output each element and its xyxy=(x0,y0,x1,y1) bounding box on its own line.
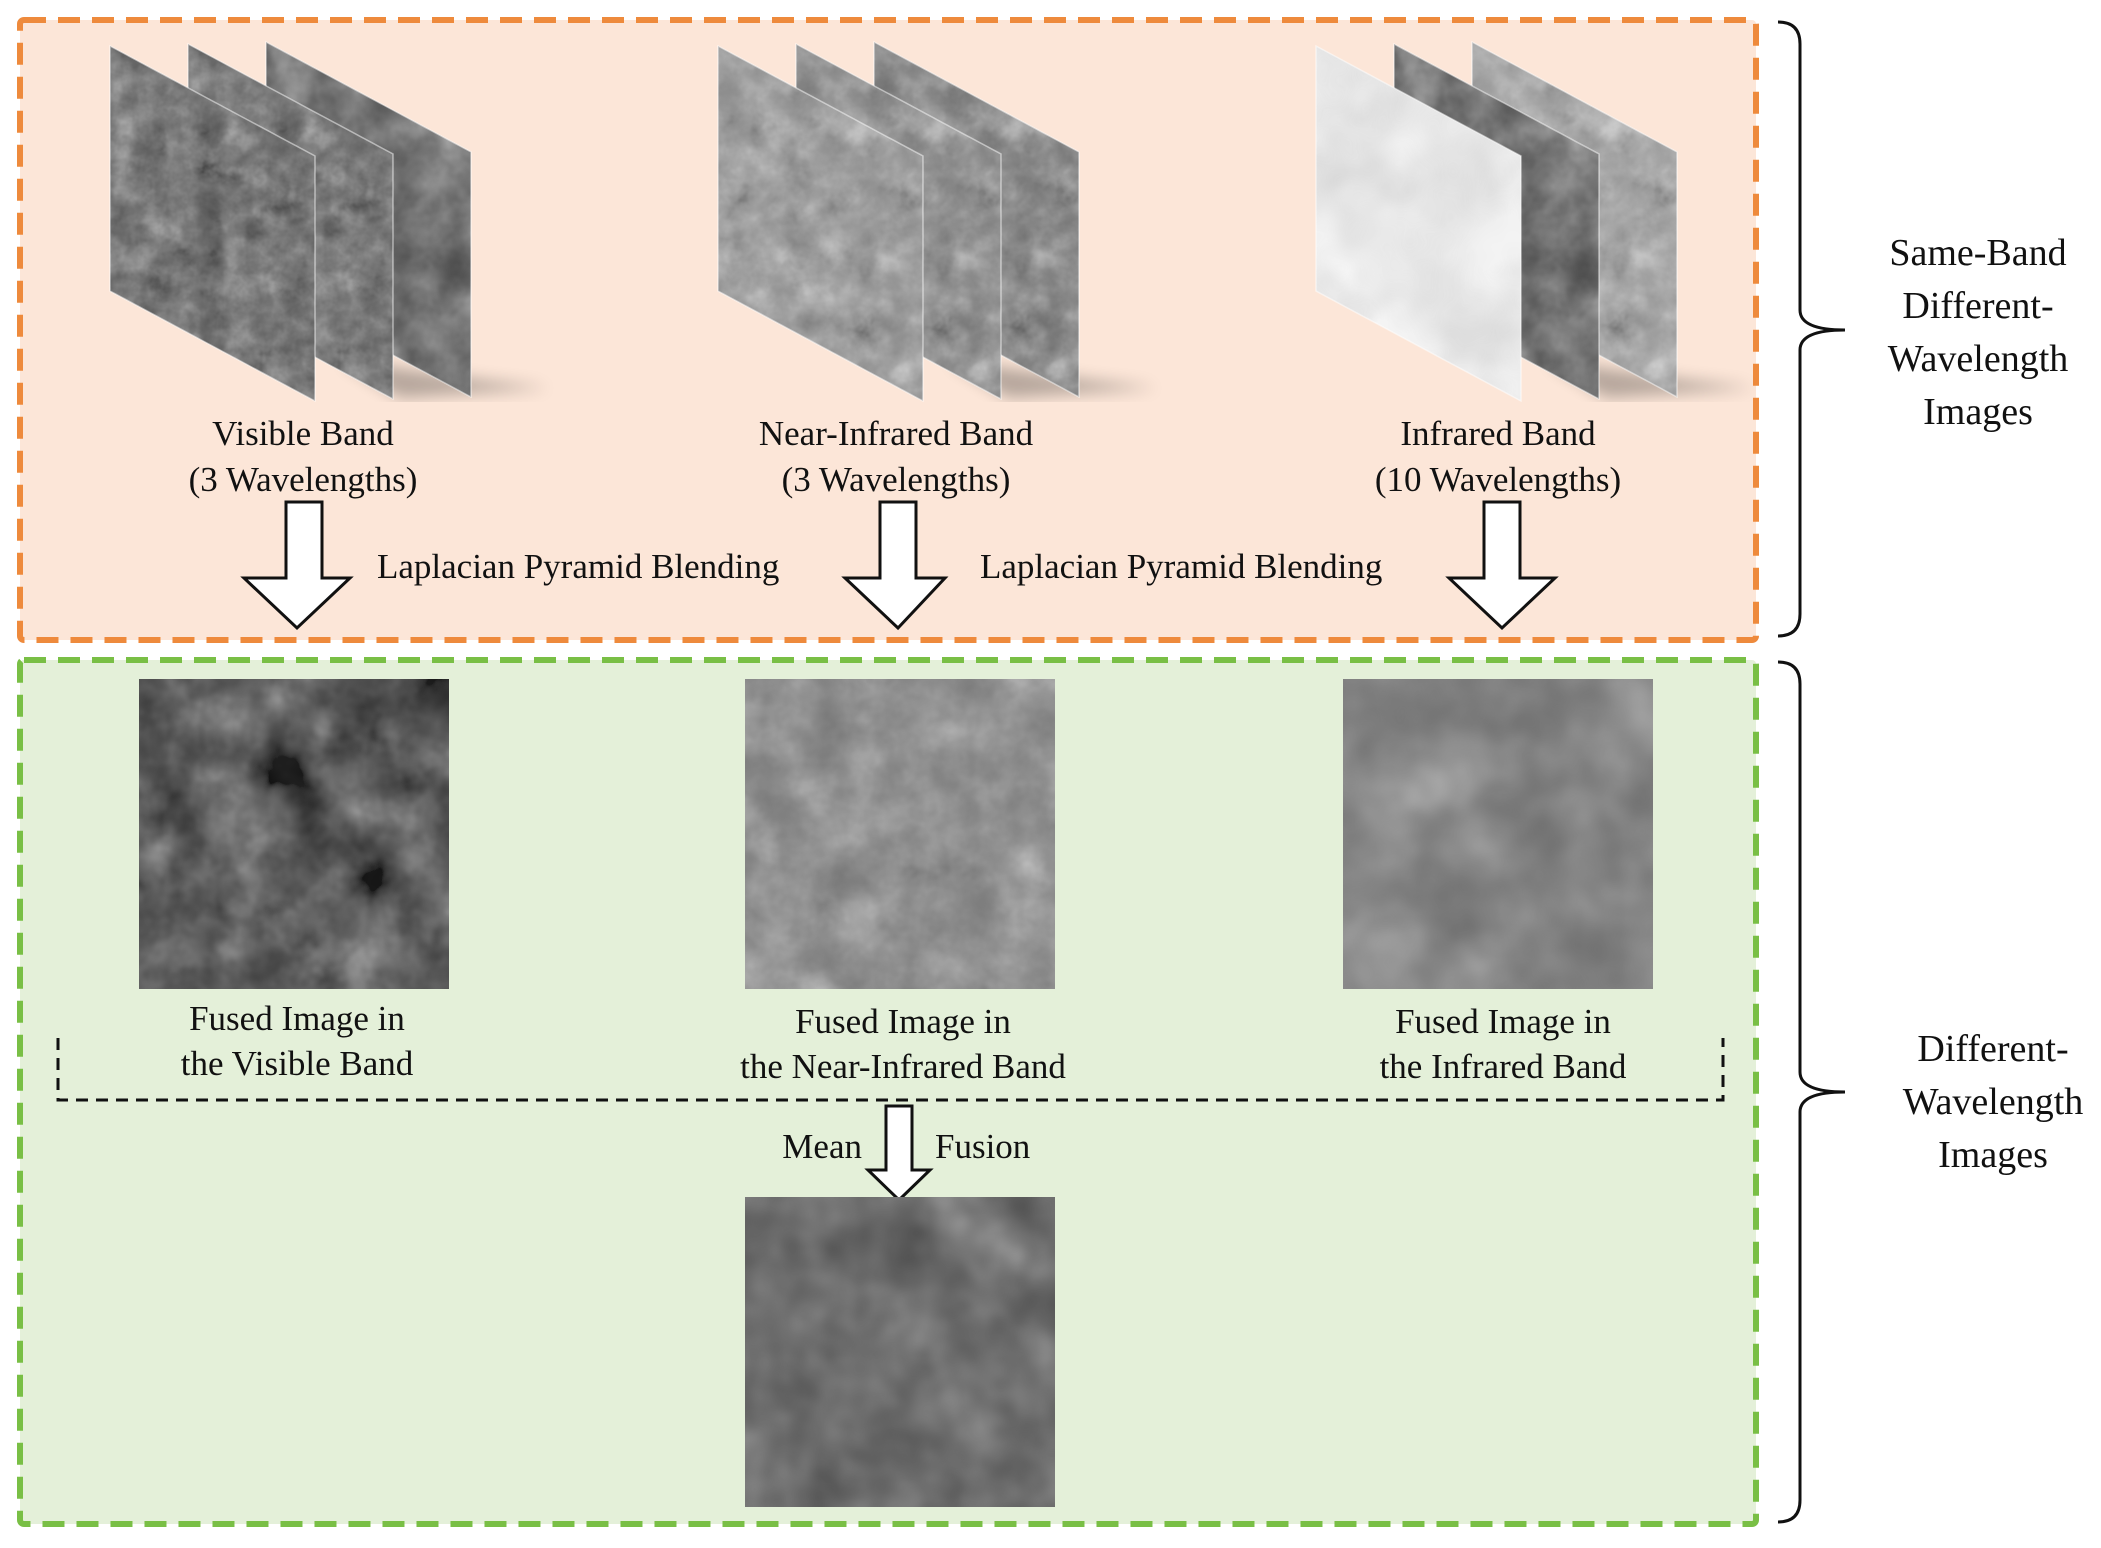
side-label-bottom-3: Images xyxy=(1938,1134,2048,1176)
near-infrared-band-image-stack xyxy=(717,40,1158,403)
fused-infrared-line1: Fused Image in xyxy=(1395,1002,1611,1041)
visible-band-image-stack xyxy=(109,40,550,403)
side-label-top-4: Images xyxy=(1923,391,2033,433)
mean-label: Mean xyxy=(782,1127,862,1166)
infrared-band-label-line2: (10 Wavelengths) xyxy=(1375,460,1621,499)
infrared-band-label-line1: Infrared Band xyxy=(1400,414,1596,453)
fusion-label: Fusion xyxy=(935,1127,1030,1166)
near-infrared-band-label-line1: Near-Infrared Band xyxy=(759,414,1034,453)
fused-near-infrared-line1: Fused Image in xyxy=(795,1002,1011,1041)
side-label-top-3: Wavelength xyxy=(1888,338,2069,380)
side-label-top-2: Different- xyxy=(1902,285,2053,327)
blending-label-right: Laplacian Pyramid Blending xyxy=(980,547,1382,586)
fused-near-infrared-line2: the Near-Infrared Band xyxy=(740,1047,1066,1086)
different-wavelength-region xyxy=(17,657,1759,1527)
down-arrow-icon xyxy=(1445,500,1559,631)
fused-image-near-infrared xyxy=(745,679,1055,989)
side-label-bottom-1: Different- xyxy=(1917,1028,2068,1070)
blending-label-left: Laplacian Pyramid Blending xyxy=(377,547,779,586)
down-arrow-icon xyxy=(240,500,354,631)
fused-image-infrared xyxy=(1343,679,1653,989)
side-label-bottom-2: Wavelength xyxy=(1903,1081,2084,1123)
down-arrow-icon xyxy=(841,500,949,631)
fused-visible-line1: Fused Image in xyxy=(189,999,405,1038)
visible-band-label-line1: Visible Band xyxy=(212,414,394,453)
final-fused-image xyxy=(745,1197,1055,1507)
fused-visible-line2: the Visible Band xyxy=(181,1044,414,1083)
side-label-top-1: Same-Band xyxy=(1889,232,2066,274)
mean-fusion-arrow-icon xyxy=(864,1104,934,1203)
fused-image-visible xyxy=(139,679,449,989)
bottom-brace xyxy=(1777,660,1846,1524)
top-brace xyxy=(1777,20,1846,638)
fused-infrared-line2: the Infrared Band xyxy=(1380,1047,1627,1086)
near-infrared-band-label-line2: (3 Wavelengths) xyxy=(782,460,1011,499)
fused-group-bracket xyxy=(56,1038,1725,1102)
visible-band-label-line2: (3 Wavelengths) xyxy=(189,460,418,499)
